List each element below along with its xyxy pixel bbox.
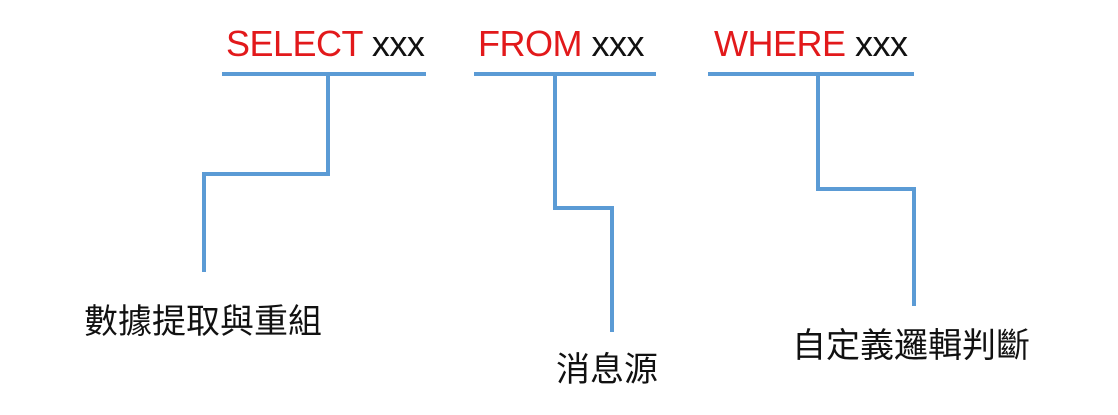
where-clause: WHERE xxx <box>714 22 908 66</box>
from-argument: xxx <box>591 23 645 64</box>
from-description: 消息源 <box>556 350 658 390</box>
where-connector <box>816 74 916 306</box>
select-keyword: SELECT <box>226 23 363 64</box>
where-argument: xxx <box>855 23 908 64</box>
select-clause: SELECT xxx <box>226 22 425 66</box>
from-keyword: FROM <box>478 23 582 64</box>
from-connector <box>553 74 614 332</box>
select-connector <box>202 74 330 272</box>
where-description: 自定義邏輯判斷 <box>792 326 1030 366</box>
where-keyword: WHERE <box>714 23 846 64</box>
from-clause: FROM xxx <box>478 22 644 66</box>
select-description: 數據提取與重組 <box>84 302 322 342</box>
select-argument: xxx <box>371 23 425 64</box>
